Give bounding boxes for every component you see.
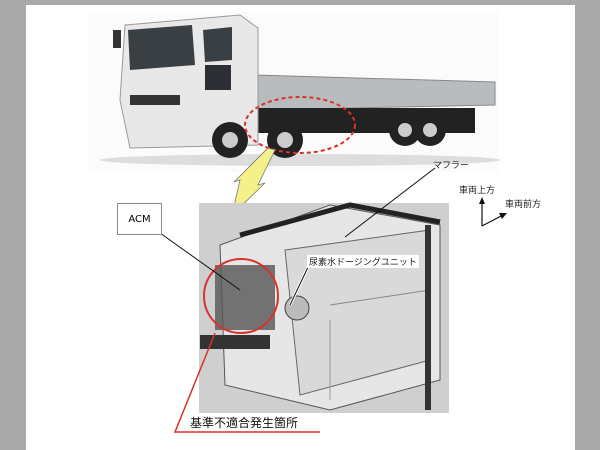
- acm-highlight-circle: [203, 258, 279, 334]
- acm-label-box: ACM: [117, 203, 162, 235]
- urea-dosing-unit-label: 尿素水ドージングユニット: [307, 255, 419, 268]
- nonconformity-location-label: 基準不適合発生箇所: [190, 416, 299, 430]
- vehicle-up-label: 車両上方: [459, 186, 496, 196]
- nonconformity-leader: [173, 332, 320, 433]
- truck-wheels: [212, 114, 446, 158]
- truck-highlight-circle: [244, 96, 356, 154]
- zoom-arrow: [231, 147, 276, 217]
- muffler-label: マフラー: [433, 161, 470, 171]
- muffler-image: [199, 202, 449, 413]
- truck-image: [88, 12, 500, 172]
- orientation-axes-icon: [479, 197, 507, 227]
- vehicle-forward-label: 車両前方: [505, 200, 542, 210]
- acm-label: ACM: [128, 213, 151, 225]
